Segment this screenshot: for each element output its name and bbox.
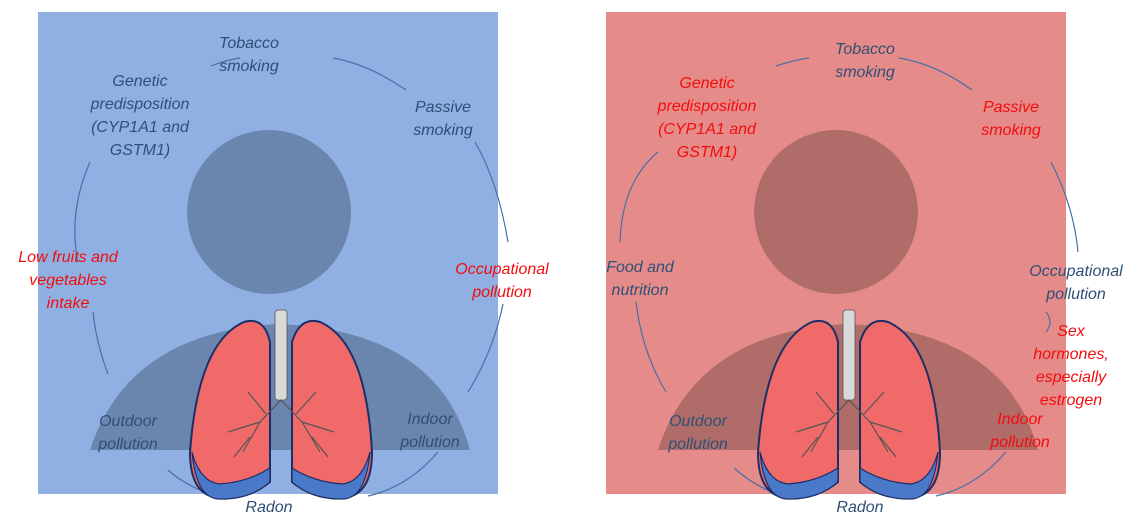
factor-indoor-pollution: Indoor pollution — [400, 408, 460, 454]
factor-passive-smoking: Passive smoking — [413, 96, 473, 142]
trachea — [843, 310, 855, 400]
factor-tobacco-smoking: Tobacco smoking — [219, 32, 279, 78]
trachea — [275, 310, 287, 400]
factor-food-and-nutrition: Food and nutrition — [606, 256, 674, 302]
head-silhouette — [187, 130, 351, 294]
factor-genetic-predisposition: Genetic predisposition (CYP1A1 and GSTM1… — [658, 72, 757, 164]
factor-radon-right: Radon — [836, 499, 883, 517]
panel-male: Tobacco smoking Genetic predisposition (… — [38, 12, 498, 494]
factor-passive-smoking: Passive smoking — [981, 96, 1041, 142]
panel-female: Tobacco smoking Genetic predisposition (… — [606, 12, 1066, 494]
factor-outdoor-pollution: Outdoor pollution — [668, 410, 728, 456]
factor-occupational-pollution: Occupational pollution — [455, 258, 548, 304]
factor-occupational-pollution: Occupational pollution — [1029, 260, 1122, 306]
factor-tobacco-smoking: Tobacco smoking — [835, 38, 895, 84]
factor-radon-left: Radon — [245, 499, 292, 517]
head-silhouette — [754, 130, 918, 294]
factor-genetic-predisposition: Genetic predisposition (CYP1A1 and GSTM1… — [91, 70, 190, 162]
factor-sex-hormones-estrogen: Sex hormones, especially estrogen — [1033, 320, 1109, 412]
factor-indoor-pollution: Indoor pollution — [990, 408, 1050, 454]
factor-outdoor-pollution: Outdoor pollution — [98, 410, 158, 456]
factor-low-fruit-vegetable-intake: Low fruits and vegetables intake — [18, 246, 118, 315]
